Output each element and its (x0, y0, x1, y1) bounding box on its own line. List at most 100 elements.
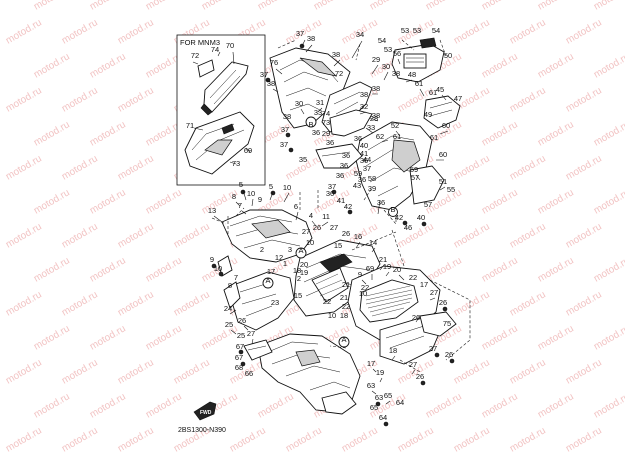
callout-44: 44 (363, 155, 371, 164)
callout-34: 34 (356, 30, 364, 39)
inset-small-plate (197, 59, 215, 78)
front-stay-frame (315, 121, 445, 222)
watermark-text: motod.ru (536, 391, 576, 420)
watermark-text: motod.ru (60, 17, 100, 46)
callout-9: 9 (210, 255, 214, 264)
callout-30: 30 (382, 62, 390, 71)
watermark-text: motod.ru (88, 323, 128, 352)
watermark-text: motod.ru (4, 153, 44, 182)
callout-49: 49 (424, 110, 432, 119)
callout-65: 65 (384, 391, 392, 400)
callout-27: 27 (430, 288, 438, 297)
callout-52: 52 (391, 121, 399, 130)
watermark-text: motod.ru (88, 255, 128, 284)
callout-3: 3 (288, 245, 292, 254)
watermark-text: motod.ru (592, 187, 625, 216)
callout-73: 73 (322, 118, 330, 127)
callout-59: 59 (410, 165, 418, 174)
callout-22: 22 (409, 273, 417, 282)
callout-36: 36 (336, 171, 344, 180)
callout-51: 51 (439, 177, 447, 186)
callout-28: 28 (370, 114, 378, 123)
callout-9: 9 (358, 270, 362, 279)
watermark-text: motod.ru (508, 17, 548, 46)
watermark-text: motod.ru (508, 221, 548, 250)
meter-bracket (391, 37, 461, 129)
callout-B: B (308, 120, 313, 129)
callout-18: 18 (389, 346, 397, 355)
watermark-text: motod.ru (200, 323, 240, 352)
watermark-text: motod.ru (592, 391, 625, 420)
callout-37: 37 (296, 29, 304, 38)
leader-lines (213, 39, 449, 405)
fasteners (211, 43, 455, 427)
callout-38: 38 (283, 112, 291, 121)
watermark-text: motod.ru (452, 357, 492, 386)
callout-22: 22 (361, 283, 369, 292)
callout-76: 76 (270, 58, 278, 67)
watermark-text: motod.ru (508, 289, 548, 318)
watermark-text: motod.ru (452, 153, 492, 182)
watermark-text: motod.ru (32, 391, 72, 420)
callout-42: 42 (344, 202, 352, 211)
callout-57: 57 (411, 173, 419, 182)
watermark-text: motod.ru (284, 425, 324, 454)
callout-33: 33 (367, 123, 375, 132)
watermark-text: motod.ru (480, 255, 520, 284)
callout-48: 48 (408, 70, 416, 79)
callout-19: 19 (376, 368, 384, 377)
watermark-text: motod.ru (452, 425, 492, 454)
callout-37: 37 (363, 164, 371, 173)
callout-74: 74 (322, 109, 330, 118)
callout-54: 54 (378, 36, 386, 45)
callout-38: 38 (360, 90, 368, 99)
callout-61: 61 (429, 88, 437, 97)
callout-40: 40 (417, 213, 425, 222)
callout-15: 15 (294, 291, 302, 300)
watermark-text: motod.ru (508, 153, 548, 182)
callout-2: 2 (297, 274, 301, 283)
callout-54: 54 (432, 26, 440, 35)
callout-56: 56 (393, 49, 401, 58)
callout-36: 36 (354, 134, 362, 143)
callout-26: 26 (238, 316, 246, 325)
callout-27: 27 (429, 344, 437, 353)
callout-74: 74 (211, 45, 219, 54)
watermark-text: motod.ru (88, 187, 128, 216)
callout-20: 20 (393, 265, 401, 274)
callout-60: 60 (439, 150, 447, 159)
callout-41: 41 (360, 149, 368, 158)
callout-25: 25 (225, 320, 233, 329)
watermark-text: motod.ru (564, 153, 604, 182)
watermark-text: motod.ru (60, 357, 100, 386)
watermark-text: motod.ru (480, 51, 520, 80)
watermark-text: motod.ru (32, 0, 72, 13)
callout-11: 11 (322, 212, 330, 221)
callout-38: 38 (267, 79, 275, 88)
callout-43: 43 (353, 181, 361, 190)
callout-8: 8 (232, 192, 236, 201)
callout-45: 45 (436, 85, 444, 94)
watermark-text: motod.ru (564, 357, 604, 386)
callout-26: 26 (439, 298, 447, 307)
callout-6: 6 (294, 202, 298, 211)
watermark-text: motod.ru (144, 323, 184, 352)
watermark-text: motod.ru (144, 255, 184, 284)
watermark-text: motod.ru (32, 51, 72, 80)
callout-36: 36 (312, 128, 320, 137)
callout-25: 25 (237, 331, 245, 340)
watermark-text: motod.ru (256, 391, 296, 420)
callout-73: 73 (232, 159, 240, 168)
watermark-text: motod.ru (4, 17, 44, 46)
callout-22: 22 (342, 302, 350, 311)
inset-title: FOR MNM3 (180, 38, 220, 47)
callout-36: 36 (358, 175, 366, 184)
left-side-cowl (217, 209, 313, 331)
watermark-text: motod.ru (536, 323, 576, 352)
fwd-label: FWD (200, 410, 212, 416)
watermark-text: motod.ru (200, 0, 240, 13)
callout-69: 69 (366, 264, 374, 273)
callout-41: 41 (337, 196, 345, 205)
watermark-text: motod.ru (4, 425, 44, 454)
